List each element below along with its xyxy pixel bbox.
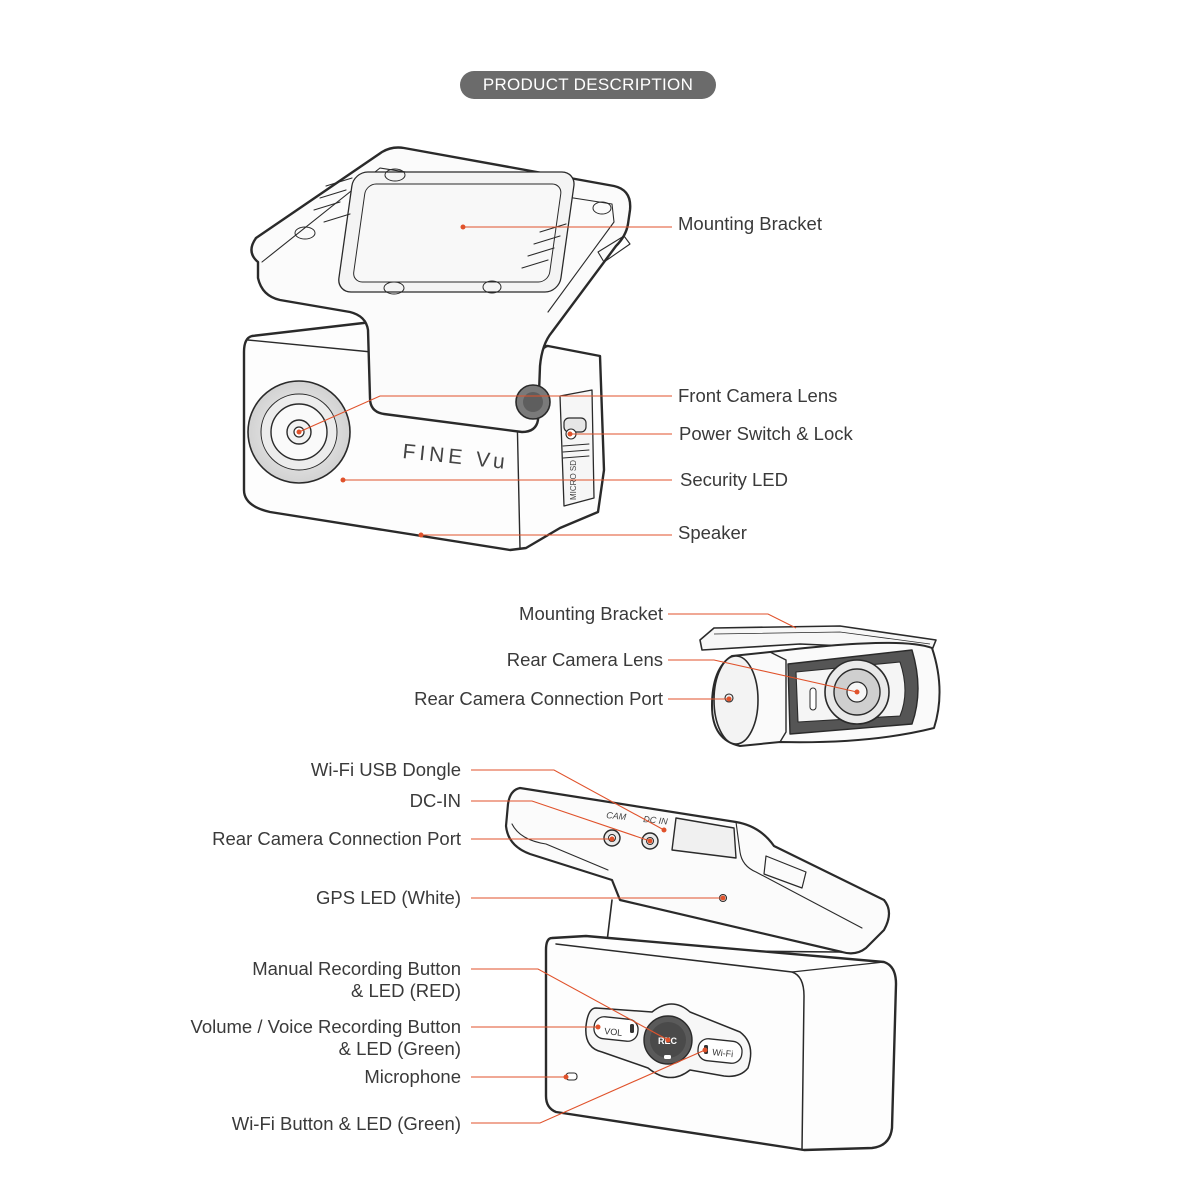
label-volume-line1: Volume / Voice Recording Button [190,1016,461,1037]
label-wifi-usb-dongle: Wi-Fi USB Dongle [310,759,461,780]
rear-camera-illustration [699,625,941,747]
label-rear-connection-port: Rear Camera Connection Port [414,688,663,709]
label-speaker: Speaker [678,522,747,543]
label-wifi-button: Wi-Fi Button & LED (Green) [231,1113,461,1134]
rec-led [664,1055,671,1059]
label-volume-line2: & LED (Green) [338,1038,461,1059]
label-rear-camera-port: Rear Camera Connection Port [212,828,461,849]
vol-button-label: VOL [604,1026,623,1038]
label-rear-camera-lens: Rear Camera Lens [506,649,663,670]
vol-led [630,1024,634,1033]
front-callout-dots [296,224,573,538]
front-camera-callouts [298,226,672,536]
label-manual-recording-line2: & LED (RED) [351,980,461,1001]
label-dc-in: DC-IN [409,790,461,811]
front-camera-illustration [242,146,632,552]
label-security-led: Security LED [680,469,788,490]
control-unit-top [504,786,891,955]
cam-port-label: CAM [606,810,627,822]
control-unit-callouts [471,769,723,1124]
rear-camera-callouts [668,613,858,700]
label-rear-mounting-bracket: Mounting Bracket [519,603,663,624]
wifi-button-label: Wi-Fi [712,1047,734,1059]
label-front-mounting-bracket: Mounting Bracket [678,213,822,234]
label-microphone: Microphone [364,1066,461,1087]
wifi-button [697,1038,743,1064]
label-manual-recording-line1: Manual Recording Button [252,958,461,979]
label-gps-led: GPS LED (White) [316,887,461,908]
dcin-port-label: DC IN [643,814,669,827]
label-front-camera-lens: Front Camera Lens [678,385,838,406]
label-power-switch: Power Switch & Lock [679,423,853,444]
control-unit-illustration [504,786,898,1152]
wifi-dongle-shape [671,817,737,859]
section-title: PRODUCT DESCRIPTION [460,71,716,99]
